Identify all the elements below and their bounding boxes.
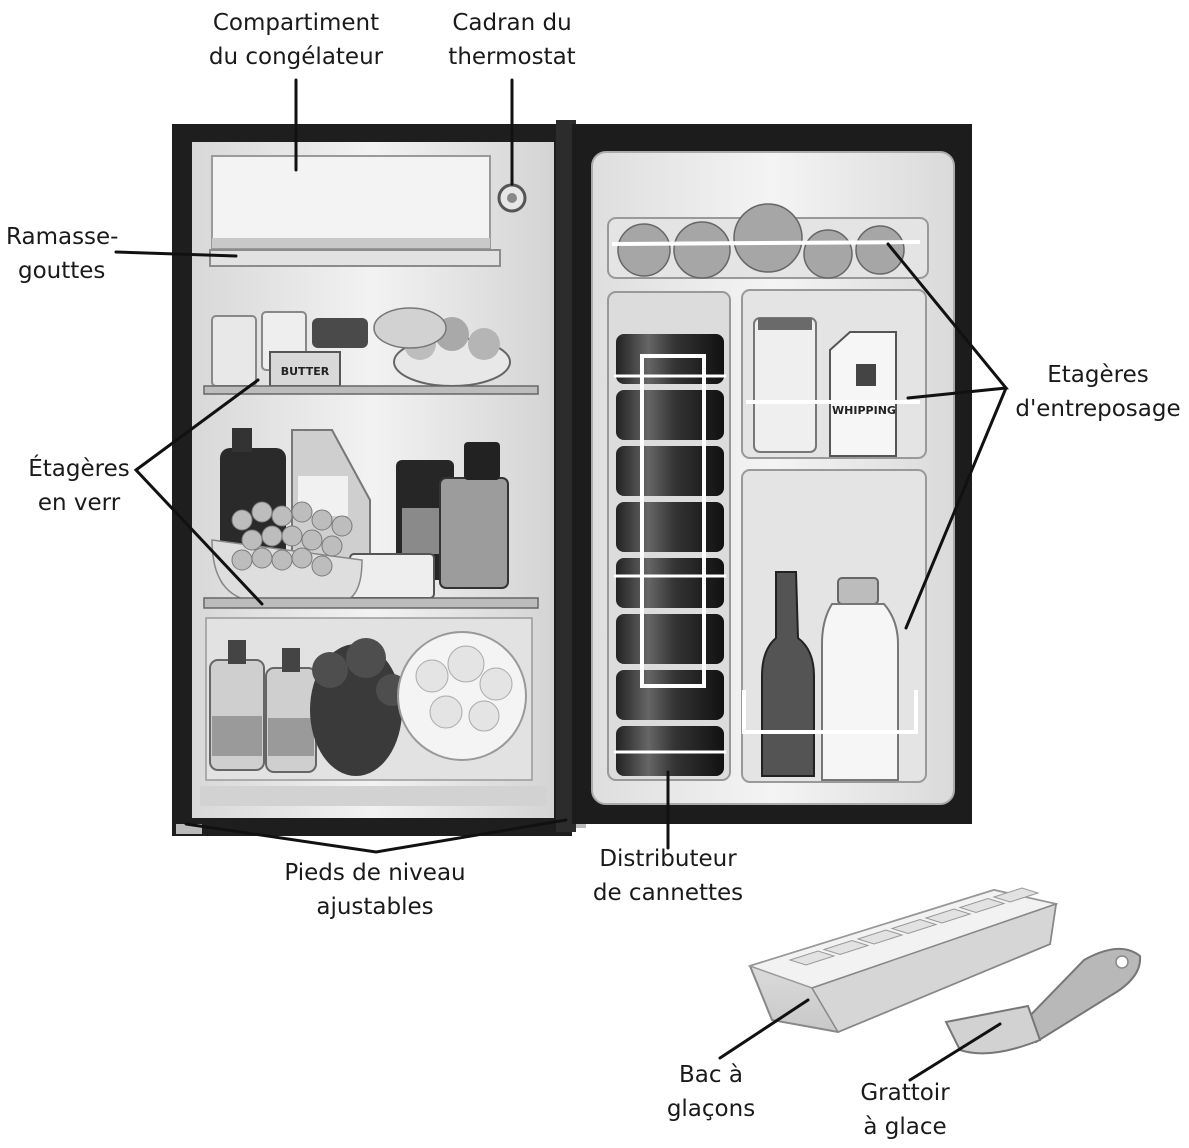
leader-glass-shelves [133,378,264,606]
glass-shelf-upper [203,385,539,395]
label-can-dispenser-line2: de cannettes [592,880,744,906]
label-glass-shelves: Étagères en verr [14,452,144,520]
leader-drip-tray [114,250,238,258]
soda-can [616,446,724,496]
ice-tray-cells [788,887,1040,966]
ice-cell [822,939,870,956]
soda-can [616,390,724,440]
label-freezer-compartment: Compartiment du congélateur [196,6,396,74]
crisper-food [205,617,533,781]
fridge-cabinet: BUTTER [172,124,586,836]
leader-lines [114,78,1009,1082]
thermostat-dial [497,183,527,213]
label-ice-tray: Bac à glaçons [646,1058,776,1126]
label-glass-shelves-line2: en verr [37,490,121,516]
label-ice-tray-line2: glaçons [666,1096,756,1122]
label-thermostat-line2: thermostat [448,44,576,70]
freezer-compartment [211,155,491,249]
door-lower-bin [741,469,927,783]
label-thermostat-dial: Cadran du thermostat [430,6,594,74]
door-upper-bin: WHIPPING [741,289,927,459]
label-ice-scraper-line1: Grattoir [860,1080,950,1106]
ice-tray [747,887,1059,1034]
label-storage-shelves: Etagères d'entreposage [1010,358,1186,426]
label-can-dispenser-line1: Distributeur [599,846,737,872]
leader-ice-scraper [908,1022,1002,1082]
label-ice-scraper: Grattoir à glace [840,1076,970,1144]
label-ice-tray-line1: Bac à [679,1062,743,1088]
drip-tray [209,249,501,267]
upper-shelf-food: BUTTER [211,307,511,387]
label-thermostat-line1: Cadran du [452,10,572,36]
label-leveling-feet: Pieds de niveau ajustables [268,856,482,924]
soda-can [616,670,724,720]
ice-cell [992,887,1040,903]
soda-can [616,614,724,664]
glass-shelf-lower [203,597,539,609]
leader-leveling-feet [184,818,568,854]
leader-storage-bottom [904,386,1008,630]
fridge-door: WHIPPING [556,120,972,832]
soda-can [616,558,724,608]
label-freezer-line1: Compartiment [212,10,380,36]
label-storage-shelves-line2: d'entreposage [1015,396,1181,422]
label-drip-tray: Ramasse- gouttes [6,220,136,288]
label-freezer-line2: du congélateur [208,44,384,70]
butter-label: BUTTER [281,365,330,378]
label-leveling-feet-line1: Pieds de niveau [284,860,466,886]
can-dispenser [607,291,731,781]
ice-cell [890,918,938,935]
ice-cell [788,950,836,966]
ice-cell [958,897,1006,914]
label-drip-tray-line1: Ramasse- [6,224,119,250]
label-can-dispenser: Distributeur de cannettes [576,842,760,910]
label-ice-scraper-line2: à glace [863,1114,947,1140]
ice-cell [924,908,972,924]
soda-can [616,502,724,552]
label-leveling-feet-line2: ajustables [316,894,434,920]
label-glass-shelves-line1: Étagères [28,456,130,482]
leader-ice-tray [718,998,810,1060]
label-drip-tray-line2: gouttes [18,258,106,284]
middle-shelf-food [211,428,509,603]
door-top-bin [607,203,929,279]
label-storage-shelves-line1: Etagères [1047,362,1149,388]
whipping-label: WHIPPING [832,404,896,417]
ice-cell [856,929,904,945]
